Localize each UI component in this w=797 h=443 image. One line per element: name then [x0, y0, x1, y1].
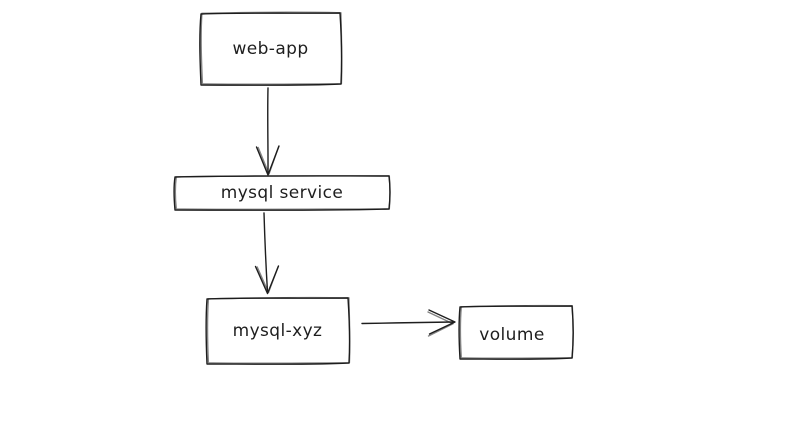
node-volume[interactable]: [458, 304, 574, 360]
arrow-web-app-to-mysql-service[interactable]: [255, 87, 280, 176]
arrow-mysql-xyz-to-volume[interactable]: [361, 309, 456, 337]
arrow-mysql-service-to-mysql-xyz[interactable]: [254, 212, 280, 295]
node-web-app[interactable]: [199, 11, 343, 86]
node-mysql-service[interactable]: [173, 175, 391, 211]
node-mysql-xyz[interactable]: [205, 296, 351, 365]
